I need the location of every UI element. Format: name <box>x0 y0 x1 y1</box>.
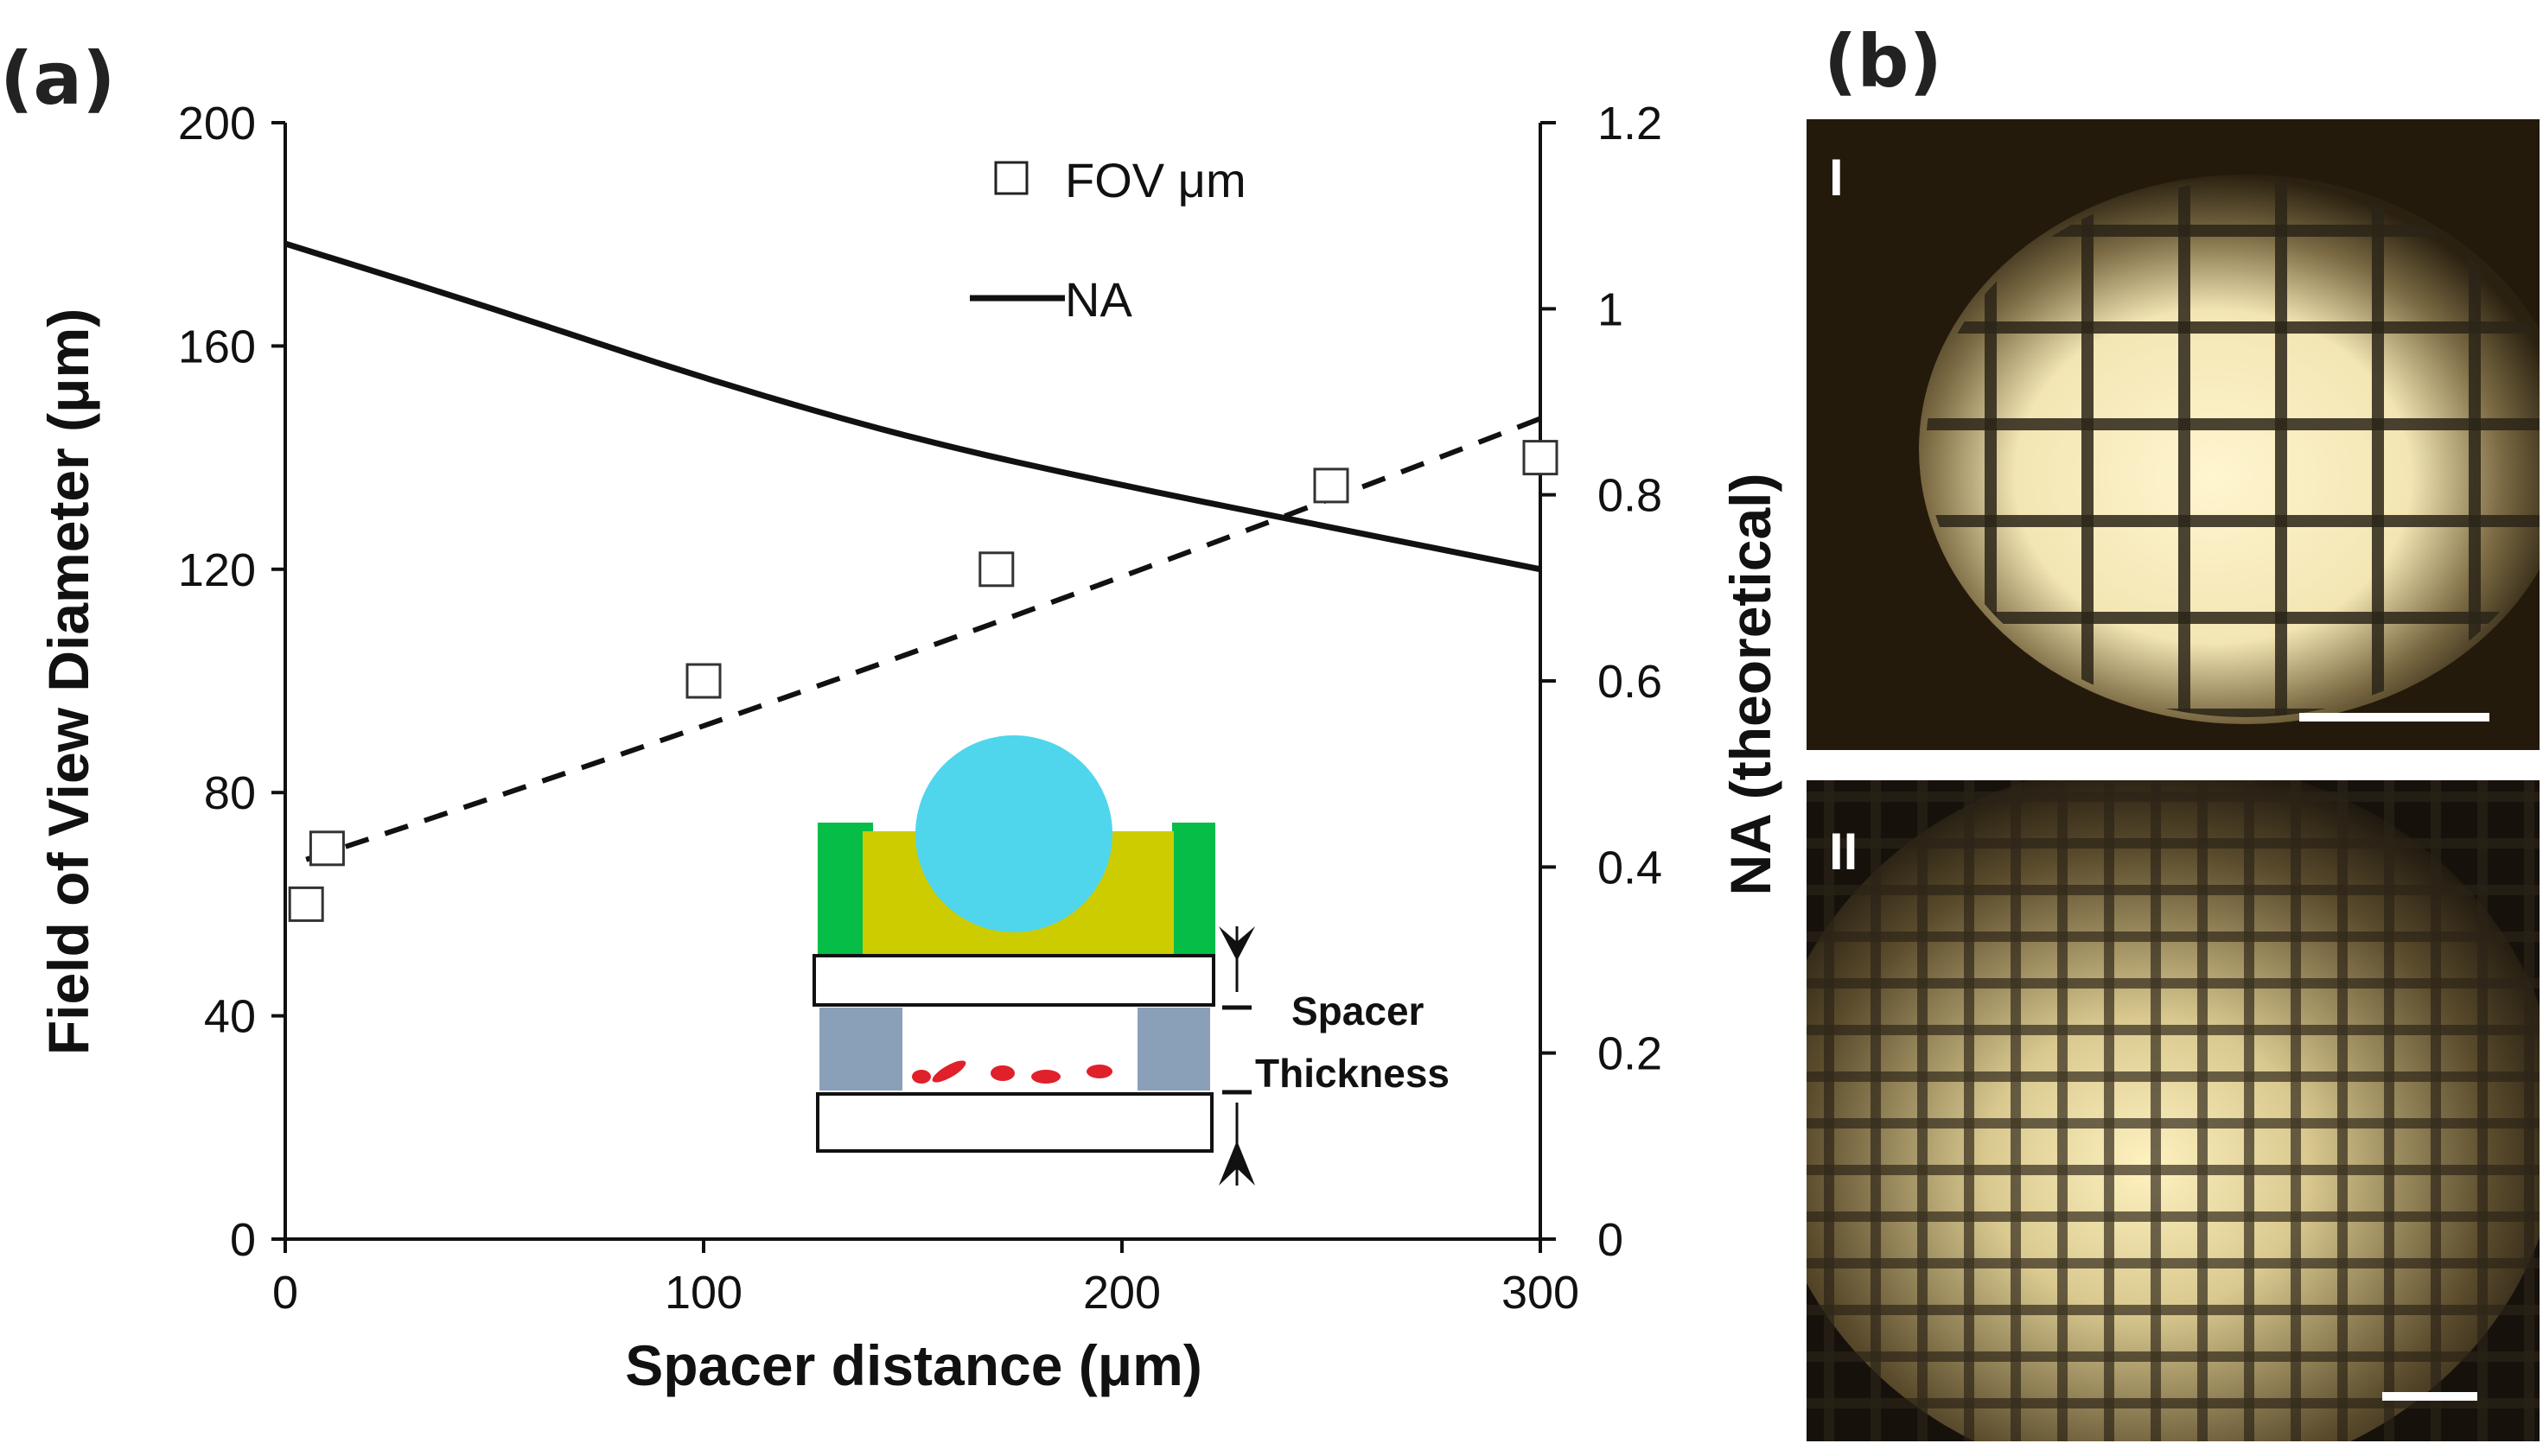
spacer-right <box>1138 1008 1210 1090</box>
y-right-tick-label: 0.8 <box>1597 470 1662 522</box>
fov-data-point <box>1313 467 1349 504</box>
micrograph-I: I <box>1807 119 2540 750</box>
fov-data-point <box>288 886 324 922</box>
spacer-label-line1: Spacer <box>1291 989 1424 1033</box>
y-left-tick-label: 120 <box>178 544 256 596</box>
y-right-tick-label: 0.2 <box>1597 1028 1662 1080</box>
spacer-schematic-inset: Spacer Thickness <box>813 735 1450 1186</box>
x-tick-label: 100 <box>665 1267 743 1319</box>
y-left-tick-label: 160 <box>178 321 256 372</box>
top-glass-slide <box>813 954 1215 1007</box>
fov-data-point <box>1522 440 1558 476</box>
fov-data-point <box>978 551 1015 588</box>
spacer-left <box>819 1008 902 1090</box>
micrograph-II-grid <box>1807 780 2540 1441</box>
sample-cells <box>912 1060 1112 1084</box>
micrograph-II-label: II <box>1829 823 1858 881</box>
y-right-tick-label: 1.2 <box>1597 98 1662 149</box>
ball-lens <box>915 735 1112 932</box>
bottom-glass-slide <box>816 1092 1214 1153</box>
x-axis-title: Spacer distance (μm) <box>625 1333 1202 1397</box>
x-tick-label: 0 <box>272 1267 298 1319</box>
micrograph-I-grid <box>1926 181 2540 717</box>
arrow-top-head <box>1219 926 1255 961</box>
na-line <box>284 240 1541 573</box>
legend-na-label: NA <box>1065 272 1132 327</box>
y-right-tick-label: 0.4 <box>1597 842 1662 893</box>
fov-data-point <box>685 663 722 699</box>
legend-fov-label: FOV μm <box>1065 153 1246 207</box>
legend-fov-marker <box>994 161 1029 195</box>
y-left-tick-label: 0 <box>230 1214 256 1266</box>
y-right-tick-label: 1 <box>1597 283 1623 335</box>
x-tick-label: 200 <box>1083 1267 1161 1319</box>
y-left-tick-label: 40 <box>204 991 256 1043</box>
micrograph-II: II <box>1807 780 2540 1441</box>
y-left-axis-title: Field of View Diameter (μm) <box>36 308 100 1055</box>
y-left-tick-label: 80 <box>204 767 256 819</box>
spacer-label-line2: Thickness <box>1255 1051 1450 1096</box>
y-right-axis-title: NA (theoretical) <box>1718 474 1782 896</box>
arrow-bottom-head <box>1219 1141 1255 1186</box>
fov-na-chart: 0 100 200 300 0 40 80 120 160 200 0 0.2 0.4 0.6 0.8 1 1.… <box>36 98 1782 1397</box>
fov-data-point <box>309 830 345 867</box>
y-right-tick-label: 0.6 <box>1597 656 1662 708</box>
panel-a-label: (a) <box>0 36 115 121</box>
legend: FOV μm NA <box>970 153 1246 327</box>
x-tick-label: 300 <box>1501 1267 1579 1319</box>
fov-trendline <box>305 416 1542 862</box>
micrograph-I-label: I <box>1829 149 1844 207</box>
y-right-tick-label: 0 <box>1597 1214 1623 1266</box>
y-left-tick-label: 200 <box>178 98 256 149</box>
panel-b-label: (b) <box>1824 19 1942 104</box>
